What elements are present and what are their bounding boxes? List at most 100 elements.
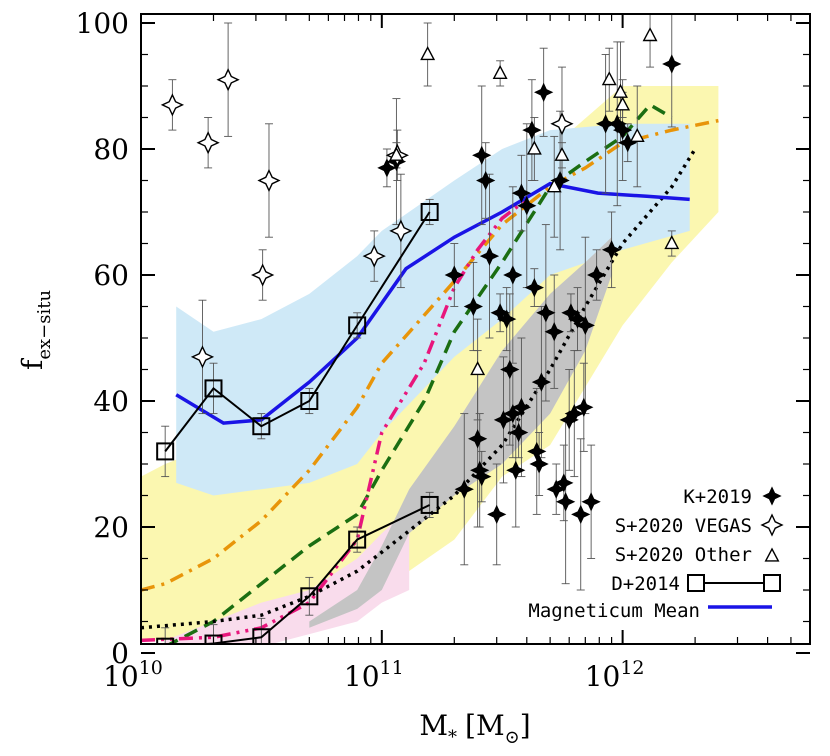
k2019-point: [454, 479, 474, 499]
y-tick-label: 0: [111, 637, 129, 670]
axis-ticks: [140, 14, 811, 654]
k2019-point: [531, 372, 552, 392]
k2019-point: [503, 265, 523, 285]
d2014-point: [252, 417, 271, 436]
k2019-point: [497, 309, 517, 329]
x-tick-label: 1011: [344, 657, 404, 693]
k2019-point: [662, 54, 682, 74]
d2014-point: [300, 587, 319, 606]
legend-label: K+2019: [683, 486, 752, 508]
k2019-point: [556, 492, 576, 512]
s2020-other-point: [629, 127, 645, 142]
y-tick-label: 100: [76, 7, 129, 40]
k2019-point: [575, 315, 595, 336]
k2019-point: [493, 410, 514, 430]
y-tick-label: 40: [93, 385, 129, 418]
k2019-point: [377, 158, 397, 178]
x-axis-title: M*[M⊙]: [419, 709, 530, 748]
k2019-point: [561, 303, 581, 323]
s2020-vegas-point: [196, 131, 220, 155]
s2020-other-point: [526, 140, 542, 155]
s2020-other-point: [554, 146, 570, 161]
k2019-point: [508, 422, 529, 443]
k2019-point: [487, 504, 507, 525]
d2014-point: [420, 495, 439, 514]
s2020-vegas-point: [362, 244, 386, 268]
s2020-vegas-point: [257, 168, 281, 193]
k2019-point: [472, 466, 492, 487]
data-markers: [156, 27, 682, 644]
d2014-point: [156, 637, 175, 644]
series-line-green: [166, 102, 673, 644]
d2014-line: [190, 504, 431, 644]
k2019-point: [506, 460, 526, 480]
s2020-vegas-point: [550, 112, 574, 136]
k2019-point: [503, 403, 523, 424]
legend-d2014-marker: [763, 574, 781, 592]
k2019-point: [567, 309, 588, 329]
k2019-point: [546, 479, 566, 499]
k2019-point: [476, 170, 496, 191]
series-line-magenta: [141, 198, 528, 643]
s2020-other-point: [388, 146, 404, 161]
y-tick-label: 20: [93, 511, 129, 544]
k2019-point: [467, 429, 488, 449]
k2019-point: [534, 82, 554, 102]
d2014-point: [420, 203, 439, 221]
k2019-point: [601, 240, 622, 260]
s2020-other-point: [470, 361, 486, 376]
k2019-point: [500, 359, 520, 380]
k2019-point: [612, 120, 633, 140]
s2020-vegas-point: [389, 219, 413, 243]
plot-frame: [140, 13, 811, 645]
s2020-other-point: [642, 27, 658, 42]
legend-label: Magneticum Mean: [528, 600, 700, 622]
d2014-point: [348, 316, 367, 335]
y-tick-label: 80: [93, 133, 129, 166]
k2019-point: [524, 277, 544, 298]
legend-label: S+2020 VEGAS: [615, 515, 752, 537]
k2019-point: [574, 397, 594, 417]
s2020-vegas-point: [216, 68, 240, 92]
d2014-point: [204, 379, 223, 398]
k2019-point: [595, 114, 616, 134]
k2019-point: [490, 303, 510, 323]
k2019-point: [472, 145, 492, 165]
d2014-point: [300, 392, 319, 410]
s2020-vegas-point: [251, 263, 275, 287]
d2014-point: [156, 442, 175, 461]
legend-d2014-marker: [687, 574, 705, 592]
s2020-vegas-point: [190, 345, 215, 369]
band-band_gray: [309, 237, 612, 628]
x-tick-label: 1010: [103, 657, 163, 693]
k2019-point: [517, 196, 537, 216]
k2019-point: [511, 397, 532, 417]
d2014-point: [348, 530, 367, 549]
s2020-other-point: [615, 96, 631, 111]
legend-k2019-marker: [762, 486, 782, 506]
series-line-black: [141, 148, 697, 630]
s2020-other-point: [613, 83, 628, 98]
k2019-point: [554, 473, 574, 493]
legend-label: D+2014: [611, 573, 680, 595]
k2019-point: [463, 296, 484, 317]
k2019-point: [444, 265, 464, 285]
shaded-bands: [141, 86, 719, 644]
legend-s2020-other-marker: [764, 547, 780, 562]
k2019-point: [544, 322, 564, 342]
k2019-point: [586, 265, 607, 285]
s2020-other-point: [420, 46, 436, 61]
k2019-point: [511, 183, 532, 203]
legend-s2020-vegas-marker: [760, 513, 784, 537]
series-line-orange: [141, 118, 719, 592]
y-axis-title: fex−situ: [16, 290, 55, 370]
k2019-point: [536, 303, 556, 323]
k2019-point: [522, 120, 542, 140]
y-tick-label: 60: [93, 259, 129, 292]
legend-label: S+2020 Other: [615, 544, 752, 566]
s2020-vegas-point: [160, 93, 185, 117]
k2019-point: [564, 403, 584, 424]
